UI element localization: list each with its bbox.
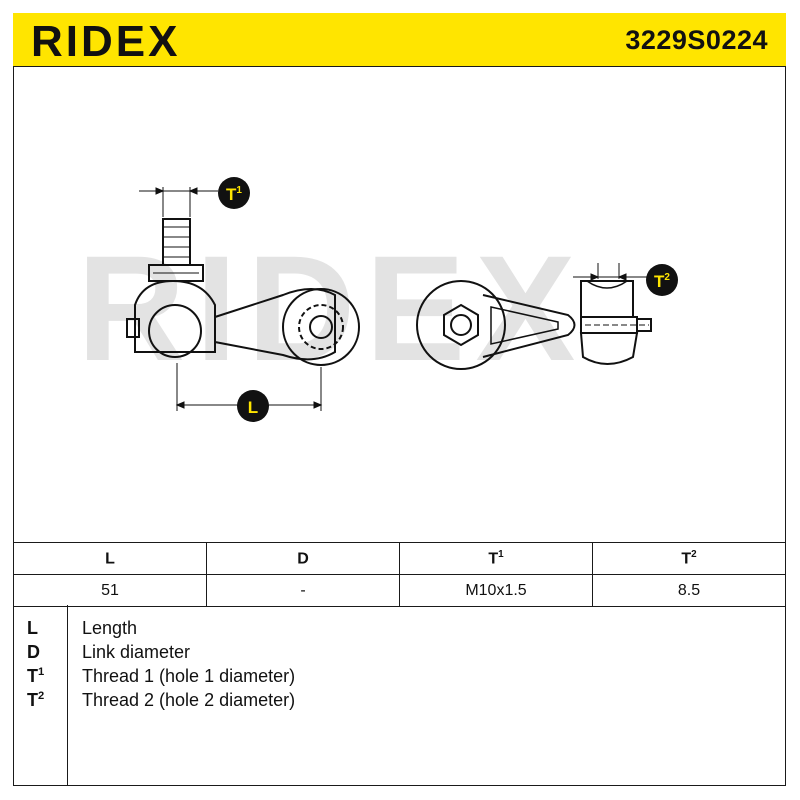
specs-header-row: L D T1 T2 bbox=[13, 542, 786, 575]
svg-text:T1: T1 bbox=[226, 185, 242, 204]
brand-logo-text: RIDEX bbox=[31, 17, 180, 63]
technical-drawing: RIDEX bbox=[77, 177, 678, 422]
legend-divider bbox=[67, 605, 68, 786]
link-arm-right bbox=[482, 294, 576, 358]
specs-value-t2: 8.5 bbox=[592, 574, 786, 607]
dust-boot-right bbox=[579, 332, 639, 365]
legend-item: T1 Thread 1 (hole 1 diameter) bbox=[27, 666, 296, 686]
specs-value-d: - bbox=[206, 574, 400, 607]
eye-hole-right bbox=[450, 314, 472, 336]
header-bar: RIDEX 3229S0224 bbox=[13, 13, 786, 67]
ball-housing-right bbox=[580, 280, 634, 318]
svg-text:T2: T2 bbox=[654, 272, 670, 291]
legend-item: T2 Thread 2 (hole 2 diameter) bbox=[27, 690, 296, 710]
legend-item: L Length bbox=[27, 618, 138, 638]
eye-hex-right bbox=[443, 303, 479, 347]
eye-outer-right bbox=[416, 280, 506, 370]
legend: L Length D Link diameter T1 Thread 1 (ho… bbox=[13, 605, 786, 786]
callout-l: L bbox=[237, 390, 269, 422]
eye-outer-left bbox=[282, 288, 360, 366]
specs-header-t1: T1 bbox=[399, 542, 593, 575]
callout-t2: T2 bbox=[646, 264, 678, 296]
callout-t1: T1 bbox=[218, 177, 250, 209]
ball-joint bbox=[148, 304, 202, 358]
ridex-logo: RIDEX bbox=[31, 17, 180, 63]
specs-value-row: 51 - M10x1.5 8.5 bbox=[13, 574, 786, 607]
link-arm-left bbox=[214, 288, 336, 361]
specs-header-d: D bbox=[206, 542, 400, 575]
specs-header-l: L bbox=[13, 542, 207, 575]
specs-table: L D T1 T2 51 - M10x1.5 8.5 bbox=[13, 542, 786, 607]
eye-hole-left bbox=[309, 315, 333, 339]
legend-item: D Link diameter bbox=[27, 642, 191, 662]
svg-text:L: L bbox=[248, 398, 258, 417]
specs-header-t2: T2 bbox=[592, 542, 786, 575]
specs-value-l: 51 bbox=[13, 574, 207, 607]
ball-housing bbox=[134, 279, 216, 353]
part-number: 3229S0224 bbox=[625, 25, 768, 55]
specs-value-t1: M10x1.5 bbox=[399, 574, 593, 607]
